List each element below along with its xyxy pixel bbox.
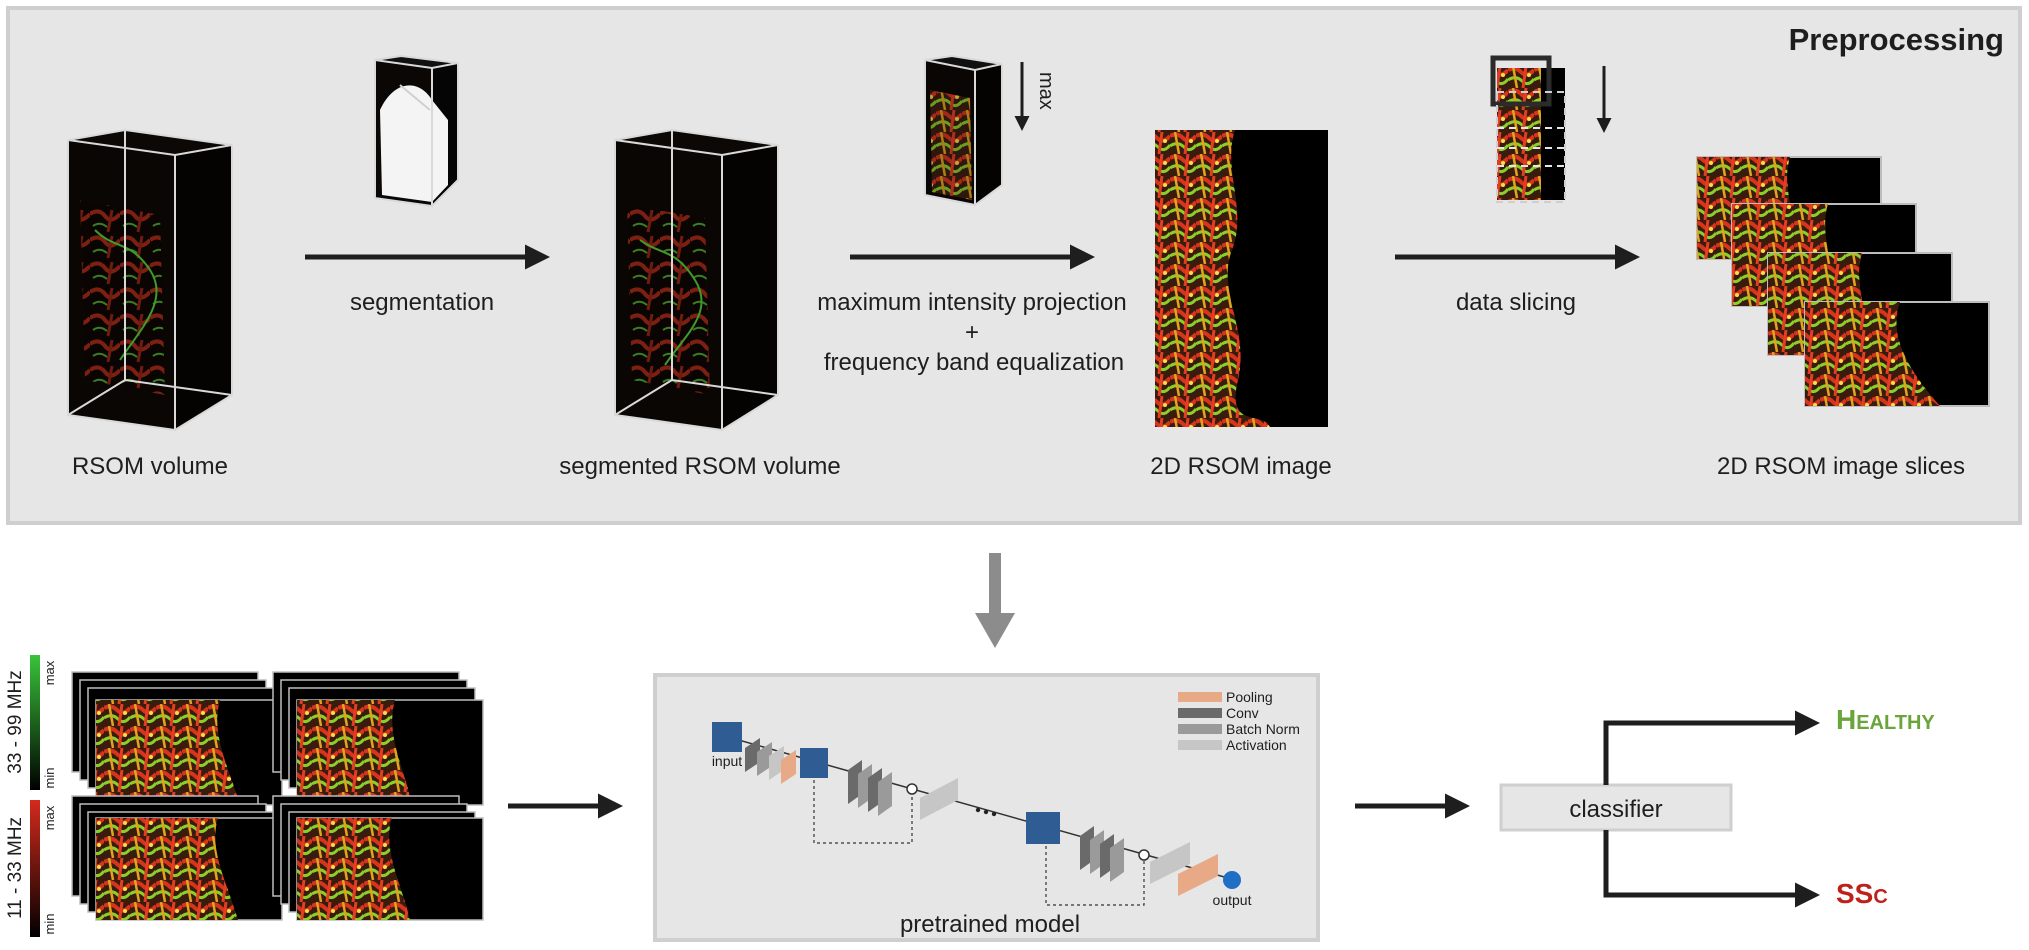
legend-swatch-conv (1178, 708, 1222, 718)
mip-volume-icon (924, 54, 1003, 207)
legend-activation: Activation (1226, 737, 1287, 753)
slicing-icon (1490, 55, 1566, 203)
rsom-2d-image (1155, 130, 1328, 427)
image-slices (1696, 156, 1990, 407)
residual-block-2 (1026, 812, 1060, 844)
input-block (712, 722, 742, 752)
output-label: output (1213, 892, 1252, 908)
classifier-box: classifier (1499, 783, 1733, 832)
model-legend: Pooling Conv Batch Norm Activation (1178, 689, 1300, 753)
colorbar-high-max: max (42, 660, 57, 685)
activation-2 (1150, 842, 1190, 884)
colorbar-low-max: max (42, 805, 57, 830)
model-caption: pretrained model (900, 911, 1080, 938)
colorbar-high-min: min (42, 768, 57, 789)
preprocessing-panel: Preprocessing (6, 6, 2022, 525)
skip-connection-1 (813, 780, 913, 844)
output-node (1223, 871, 1241, 889)
activation-1 (920, 778, 958, 820)
label-segmentation: segmentation (350, 289, 494, 316)
label-2d-image: 2D RSOM image (1150, 453, 1331, 480)
outcome-healthy: Healthy (1836, 704, 1935, 735)
segmentation-mask-icon (374, 54, 459, 208)
ellipsis-dots (975, 807, 997, 817)
legend-pooling: Pooling (1226, 689, 1273, 705)
colorbar-low-band: 11 - 33 MHz max min (5, 800, 57, 937)
pretrained-model-panel: Pooling Conv Batch Norm Activation input (653, 673, 1320, 942)
arrow-ssc (1603, 830, 1820, 908)
input-slice-stack-top-right (272, 671, 484, 806)
colorbar-low-label: 11 - 33 MHz (5, 817, 26, 919)
layer-stack-3 (1080, 826, 1124, 882)
classifier-label: classifier (1569, 796, 1662, 823)
segmented-volume-icon (614, 128, 779, 432)
legend-conv: Conv (1226, 705, 1259, 721)
legend-swatch-activation (1178, 740, 1222, 750)
input-label: input (712, 753, 742, 769)
label-image-slices: 2D RSOM image slices (1717, 453, 1965, 480)
label-data-slicing: data slicing (1456, 289, 1576, 316)
colorbar-low-min: min (42, 914, 57, 935)
max-label: max (1035, 72, 1057, 110)
label-mip-line1: maximum intensity projection (817, 289, 1126, 316)
preprocessing-title: Preprocessing (1789, 22, 2004, 57)
label-segmented-volume: segmented RSOM volume (559, 453, 840, 480)
add-node-2 (1138, 849, 1150, 861)
legend-swatch-pooling (1178, 692, 1222, 702)
down-arrow (975, 553, 1015, 648)
colorbar-high-band: 33 - 99 MHz max min (5, 655, 57, 790)
input-slice-stack-bottom-left (71, 795, 283, 921)
legend-swatch-batch-norm (1178, 724, 1222, 734)
residual-block-1 (800, 748, 828, 778)
arrow-healthy (1603, 710, 1820, 785)
skip-connection-2 (1045, 846, 1145, 906)
input-slice-stack-top-left (71, 671, 283, 806)
pooling-final (1178, 854, 1218, 896)
add-node-1 (906, 783, 918, 795)
rsom-volume-icon (67, 128, 233, 432)
layer-stack-1 (745, 738, 796, 784)
label-mip-line2: + (965, 319, 979, 346)
legend-batch-norm: Batch Norm (1226, 721, 1300, 737)
outcome-ssc: SSc (1836, 878, 1888, 909)
layer-stack-2 (848, 760, 892, 816)
input-slice-stack-bottom-right (272, 795, 484, 921)
label-mip-line3: frequency band equalization (824, 349, 1124, 376)
label-rsom-volume: RSOM volume (72, 453, 228, 480)
colorbar-high-label: 33 - 99 MHz (5, 670, 26, 773)
